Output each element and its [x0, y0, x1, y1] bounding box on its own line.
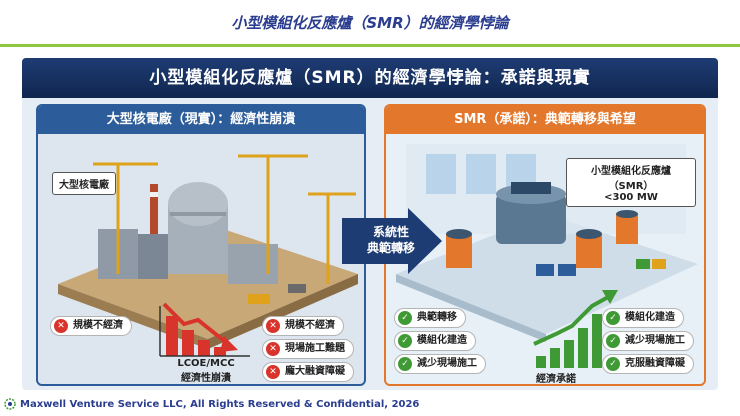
check-icon: ✓ — [606, 311, 620, 325]
large-plant-label: 大型核電廠 — [52, 172, 116, 195]
issue-item: ✕ 規模不經濟 — [262, 316, 344, 336]
x-icon: ✕ — [266, 365, 280, 379]
company-logo-icon — [4, 398, 16, 410]
large-plant-illustration — [58, 154, 358, 357]
paradigm-shift-label: 系統性 典範轉移 — [366, 225, 415, 255]
infographic-frame: 小型模組化反應爐（SMR）的經濟學悖論：承諾與現實 大型核電廠（現實）：經濟性崩… — [22, 58, 718, 390]
promise-item: ✓ 減少現場施工 — [602, 331, 694, 351]
page-title: 小型模組化反應爐（SMR）的經濟學悖論 — [231, 14, 509, 32]
cost-chart-caption: LCOE/MCC 經濟性崩潰 — [177, 358, 235, 384]
issue-item: ✕ 龐大融資障礙 — [262, 362, 354, 382]
promise-item: ✓ 典範轉移 — [394, 308, 466, 328]
promise-item: ✓ 模組化建造 — [394, 331, 476, 351]
x-icon: ✕ — [266, 319, 280, 333]
smr-callout: 小型模組化反應爐（SMR） <300 MW — [566, 158, 696, 207]
x-icon: ✕ — [266, 342, 280, 356]
check-icon: ✓ — [398, 311, 412, 325]
left-chip-diseconomy: ✕ 規模不經濟 — [50, 316, 132, 336]
check-icon: ✓ — [398, 334, 412, 348]
check-icon: ✓ — [606, 334, 620, 348]
x-icon: ✕ — [54, 319, 68, 333]
paradigm-shift-arrow-icon — [342, 208, 442, 274]
smr-panel: SMR（承諾）：典範轉移與希望 — [384, 104, 706, 386]
issue-item: ✕ 現場施工難題 — [262, 339, 354, 359]
title-divider — [0, 44, 740, 47]
footer: Maxwell Venture Service LLC, All Rights … — [4, 398, 419, 410]
cost-collapse-chart — [159, 302, 250, 357]
check-icon: ✓ — [606, 357, 620, 371]
promise-item: ✓ 模組化建造 — [602, 308, 684, 328]
promise-item: ✓ 克服融資障礙 — [602, 354, 694, 374]
economic-promise-chart — [533, 290, 618, 368]
check-icon: ✓ — [398, 357, 412, 371]
promise-item: ✓ 減少現場施工 — [394, 354, 486, 374]
large-plant-header: 大型核電廠（現實）：經濟性崩潰 — [38, 106, 364, 134]
smr-header: SMR（承諾）：典範轉移與希望 — [386, 106, 704, 134]
large-plant-panel: 大型核電廠（現實）：經濟性崩潰 — [36, 104, 366, 386]
banner-title: 小型模組化反應爐（SMR）的經濟學悖論：承諾與現實 — [22, 58, 718, 98]
promise-chart-caption: 經濟承諾 — [536, 374, 576, 385]
